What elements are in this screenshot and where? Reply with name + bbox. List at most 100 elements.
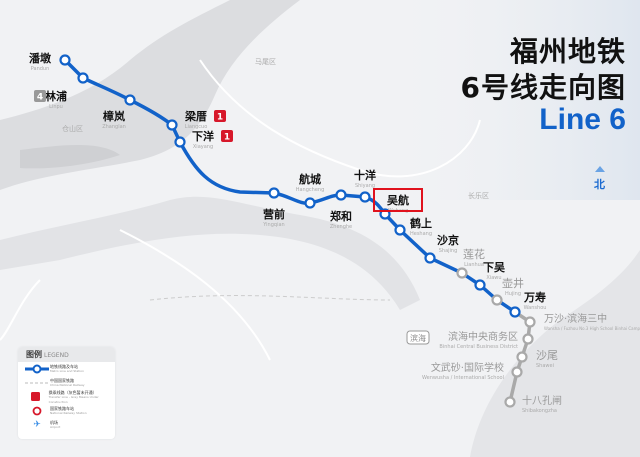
transfer-line-number: 4 — [37, 93, 43, 103]
station-name: 下洋 — [192, 129, 214, 143]
station-name-en: Xiawu — [486, 275, 501, 281]
station-marker[interactable] — [174, 136, 186, 148]
station-name-en: Lianhua — [464, 262, 484, 268]
transfer-badge: 4 — [34, 90, 46, 103]
station-name-en: Shibakongzha — [522, 408, 557, 414]
station-name: 梁厝 — [184, 109, 207, 123]
station-name-en: Shiyang — [355, 183, 375, 189]
station-marker[interactable] — [59, 54, 71, 66]
map-title: 福州地铁 — [509, 35, 626, 68]
station-marker[interactable] — [509, 306, 521, 318]
station-marker[interactable] — [359, 191, 371, 203]
legend-label-en: China National Railway — [50, 383, 85, 387]
station-name: 十八孔闸 — [522, 394, 562, 407]
station-name-en: Linpu — [49, 104, 63, 110]
station-marker[interactable] — [511, 366, 523, 378]
station-name-en: Heshang — [410, 231, 432, 237]
station-name: 沙尾 — [536, 349, 558, 362]
station-name-en: Wansha / Fuzhou No.3 High School Binhai … — [544, 326, 640, 331]
station-marker[interactable] — [304, 197, 316, 209]
legend-title: 图例 — [26, 350, 42, 359]
station-name-en: Wanshou — [524, 305, 547, 311]
district-badge: 滨海 — [406, 330, 430, 345]
station-name: 郑和 — [330, 209, 352, 223]
station-name-en: Hangcheng — [296, 187, 325, 193]
line-name: Line 6 — [539, 103, 626, 136]
station-name-en: Hujing — [505, 291, 521, 297]
station-marker[interactable] — [522, 333, 534, 345]
north-arrow-icon — [594, 166, 605, 172]
legend-title-en: LEGEND — [44, 352, 69, 359]
station-name: 林浦 — [45, 89, 67, 103]
svg-text:滨海: 滨海 — [410, 333, 426, 343]
district-label: 仓山区 — [62, 124, 83, 133]
legend-label: 地铁线路及车站 — [50, 364, 78, 369]
airport-icon: ✈ — [33, 420, 41, 430]
station-name: 万沙·滨海三中 — [544, 312, 607, 325]
station-marker[interactable] — [504, 396, 516, 408]
station-marker[interactable] — [524, 316, 536, 328]
station-name: 鹤上 — [410, 216, 432, 230]
station-marker[interactable] — [335, 189, 347, 201]
station-marker[interactable] — [77, 72, 89, 84]
station-marker[interactable] — [394, 224, 406, 236]
road — [199, 59, 481, 178]
railway-line-icon — [25, 382, 49, 384]
metro-station-icon — [25, 364, 49, 374]
station-marker[interactable] — [124, 94, 136, 106]
legend-label: 换乘线路（灰色暂未开通） — [48, 389, 97, 395]
highlight-box — [373, 188, 423, 212]
station-name: 航城 — [299, 172, 321, 186]
station-name: 壶井 — [502, 276, 524, 290]
legend-label-en: Airport — [50, 425, 61, 429]
station-name: 万寿 — [523, 290, 546, 304]
transfer-line-number: 1 — [217, 113, 223, 123]
station-name-en: Yingqian — [262, 222, 284, 228]
station-marker[interactable] — [268, 187, 280, 199]
legend-label: 国家铁路车站 — [50, 406, 74, 411]
legend-label-en: Transfer Line - Grey Means Under Constru… — [48, 394, 99, 404]
north-indicator: 北 — [594, 166, 605, 192]
station-marker[interactable] — [166, 119, 178, 131]
station-name-en: Shawei — [536, 363, 554, 369]
station-marker[interactable] — [491, 294, 503, 306]
legend-label-en: National Railway Station — [50, 411, 87, 415]
station-marker[interactable] — [474, 279, 486, 291]
station-name: 十洋 — [354, 168, 376, 182]
station-name: 樟岚 — [102, 109, 125, 123]
road — [0, 279, 41, 341]
station-marker[interactable] — [424, 252, 436, 264]
legend-item: 换乘线路（灰色暂未开通）Transfer Line - Grey Means U… — [18, 390, 115, 404]
station-name-en: Wenwusha / International School — [422, 375, 504, 381]
station-marker[interactable] — [456, 267, 468, 279]
station-name-en: Zhenghe — [330, 224, 352, 230]
station-marker[interactable] — [516, 351, 528, 363]
transfer-badge: 1 — [214, 110, 226, 123]
road — [119, 229, 271, 361]
legend-label: 中国国家铁路 — [50, 378, 74, 383]
north-label: 北 — [594, 178, 605, 191]
